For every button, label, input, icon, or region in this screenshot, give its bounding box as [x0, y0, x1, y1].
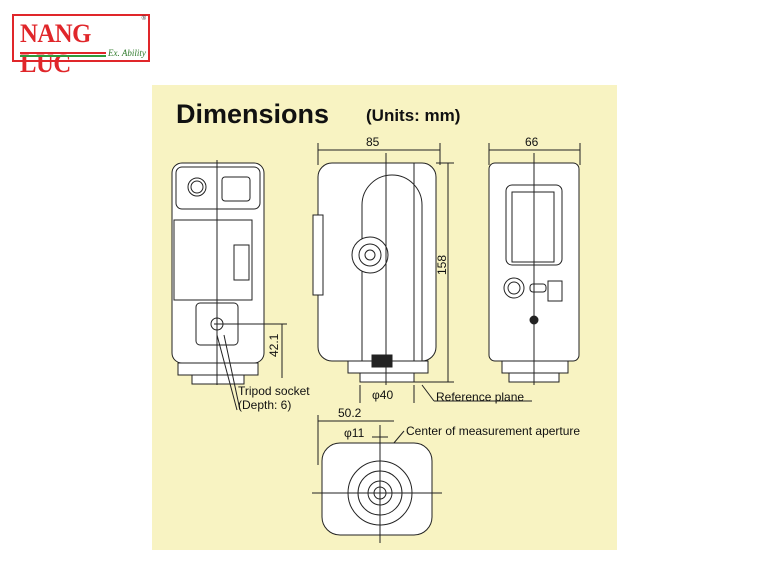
- aperture-diameter-label: φ11: [344, 426, 365, 440]
- reference-plane-label: Reference plane: [436, 390, 524, 404]
- back-width-label: 66: [525, 135, 539, 149]
- aperture-center-label: Center of measurement aperture: [406, 424, 580, 438]
- diagram-units: (Units: mm): [366, 106, 460, 125]
- logo-registered: ®: [141, 16, 146, 22]
- logo-stripe-green: [20, 55, 106, 57]
- logo-stripe-red: [20, 52, 106, 54]
- base-diameter-label: φ40: [372, 388, 393, 402]
- side-view: [171, 162, 265, 385]
- brand-logo: NANG LUC ® Ex. Ability: [12, 14, 150, 78]
- front-width-label: 85: [366, 135, 380, 149]
- bottom-view: [321, 442, 433, 536]
- height-label: 158: [435, 255, 449, 275]
- dimension-drawing: Dimensions (Units: mm) 42.1 Tripod socke…: [171, 99, 581, 543]
- tripod-socket-label: Tripod socket: [238, 384, 310, 398]
- bottom-width-label: 50.2: [338, 406, 362, 420]
- logo-tagline: Ex. Ability: [108, 48, 146, 58]
- tripod-depth-label: (Depth: 6): [238, 398, 291, 412]
- dimensions-panel: Dimensions (Units: mm) 42.1 Tripod socke…: [152, 85, 617, 550]
- front-view: [312, 162, 437, 383]
- tripod-height-label: 42.1: [267, 333, 281, 357]
- diagram-title: Dimensions: [176, 99, 329, 129]
